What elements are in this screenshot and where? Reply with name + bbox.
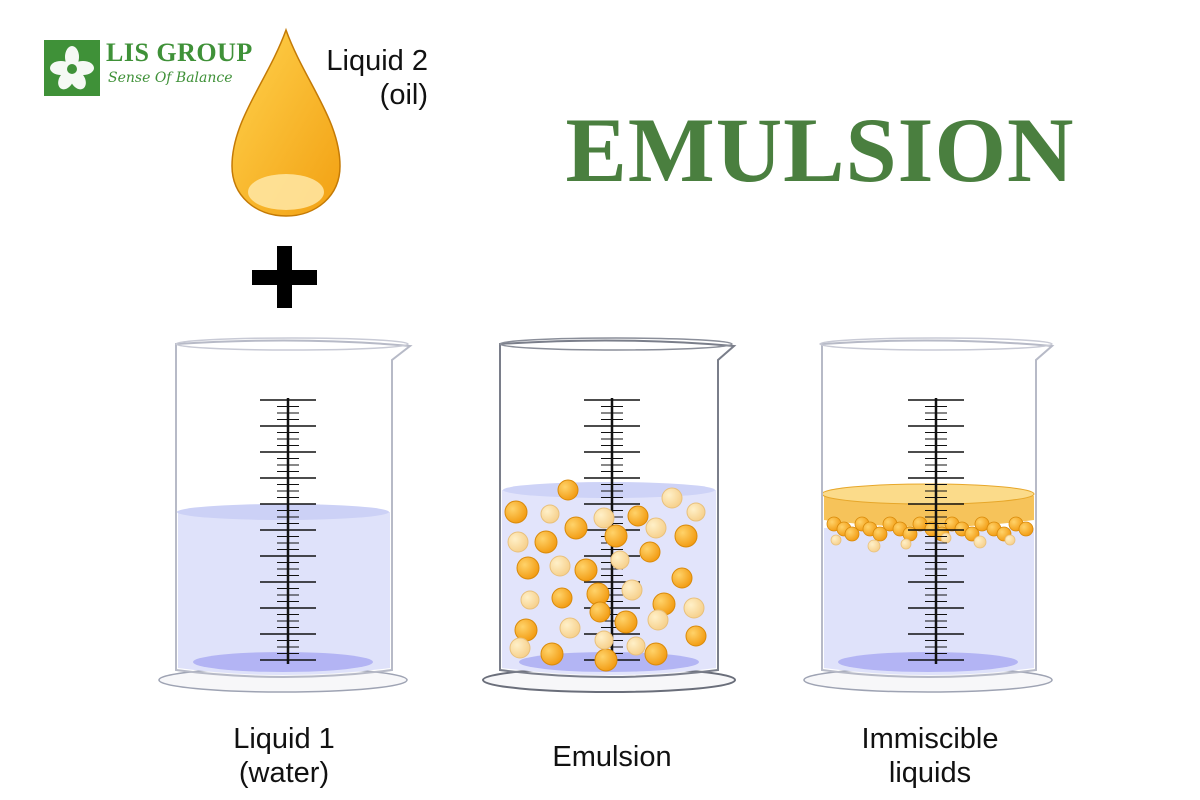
beaker-water-label-line2: (water): [238, 757, 330, 789]
oil-drop-icon: [231, 27, 341, 217]
beaker-emulsion-label: Emulsion: [512, 740, 712, 774]
beaker-emulsion-icon: [482, 337, 737, 693]
beaker-immiscible-label-line2: liquids: [888, 757, 972, 789]
beaker-water-label: Liquid 1 (water): [184, 722, 384, 790]
flower-logo-icon: [44, 40, 100, 96]
logo-name: LIS GROUP: [106, 38, 253, 67]
oil-layer-droplets: [826, 516, 1034, 553]
oil-label-line1: Liquid 2: [326, 45, 428, 77]
beaker-water-icon: [158, 337, 413, 693]
beaker-emulsion-label-line1: Emulsion: [552, 741, 672, 773]
beaker-immiscible-label: Immiscible liquids: [830, 722, 1030, 790]
brand-logo: LIS GROUP Sense Of Balance: [44, 38, 266, 100]
measurement-scale: [260, 398, 316, 664]
beaker-immiscible-icon: [803, 337, 1055, 693]
oil-label-line2: (oil): [379, 79, 428, 111]
beaker-water-label-line1: Liquid 1: [233, 723, 335, 755]
logo-tagline: Sense Of Balance: [108, 70, 233, 86]
beaker-immiscible-label-line1: Immiscible: [861, 723, 999, 755]
oil-label: Liquid 2 (oil): [316, 44, 428, 112]
plus-icon: [252, 246, 317, 308]
page-title: EMULSION: [565, 99, 1075, 201]
oil-droplets: [504, 479, 707, 672]
measurement-scale: [908, 398, 964, 664]
